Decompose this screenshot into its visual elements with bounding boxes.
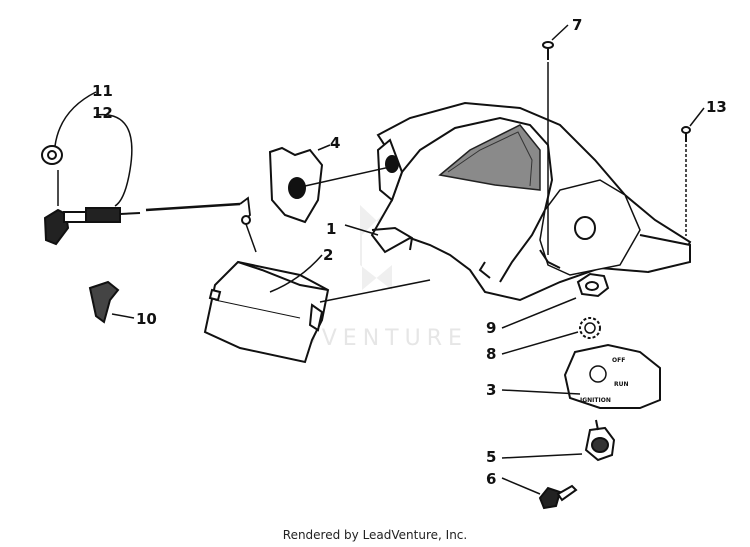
- switch-label-run: RUN: [614, 381, 629, 388]
- screw-13: [681, 126, 691, 142]
- hood-dash-panel: [370, 101, 692, 302]
- callout-labels: 1 2 3 4 5 6 7 8 9 10 11 12 13: [92, 16, 727, 488]
- lock-washer-part: [579, 317, 601, 339]
- ignition-switch-plate: OFF RUN IGNITION: [563, 343, 661, 409]
- grommet-bracket-part: [268, 146, 324, 224]
- choke-knob-nut-part: [41, 145, 63, 165]
- callout-7: 7: [572, 16, 582, 34]
- bezel-guide-line: [319, 279, 431, 303]
- screw-7: [542, 41, 554, 60]
- callout-12: 12: [92, 104, 113, 122]
- callout-2: 2: [323, 246, 333, 264]
- callout-8: 8: [486, 345, 496, 363]
- switch-label-off: OFF: [612, 357, 625, 364]
- callout-1: 1: [326, 220, 336, 238]
- callout-10: 10: [136, 310, 157, 328]
- callout-4: 4: [330, 134, 340, 152]
- footer-credit: Rendered by LeadVenture, Inc.: [282, 528, 468, 542]
- callout-11: 11: [92, 82, 113, 100]
- callout-5: 5: [486, 448, 496, 466]
- key-part: [538, 484, 578, 510]
- nut-part: [576, 272, 610, 298]
- ignition-switch-part: [584, 419, 616, 462]
- callout-13: 13: [706, 98, 727, 116]
- callout-3: 3: [486, 381, 496, 399]
- switch-label-ignition: IGNITION: [580, 397, 611, 404]
- ignition-hole: [589, 365, 607, 383]
- choke-cable-part: [43, 196, 257, 253]
- leader-lines: [54, 24, 705, 495]
- callout-6: 6: [486, 470, 496, 488]
- clip-part: [88, 280, 120, 324]
- callout-9: 9: [486, 319, 496, 337]
- bezel-part: [203, 260, 330, 364]
- grommet-guide-line: [304, 166, 391, 187]
